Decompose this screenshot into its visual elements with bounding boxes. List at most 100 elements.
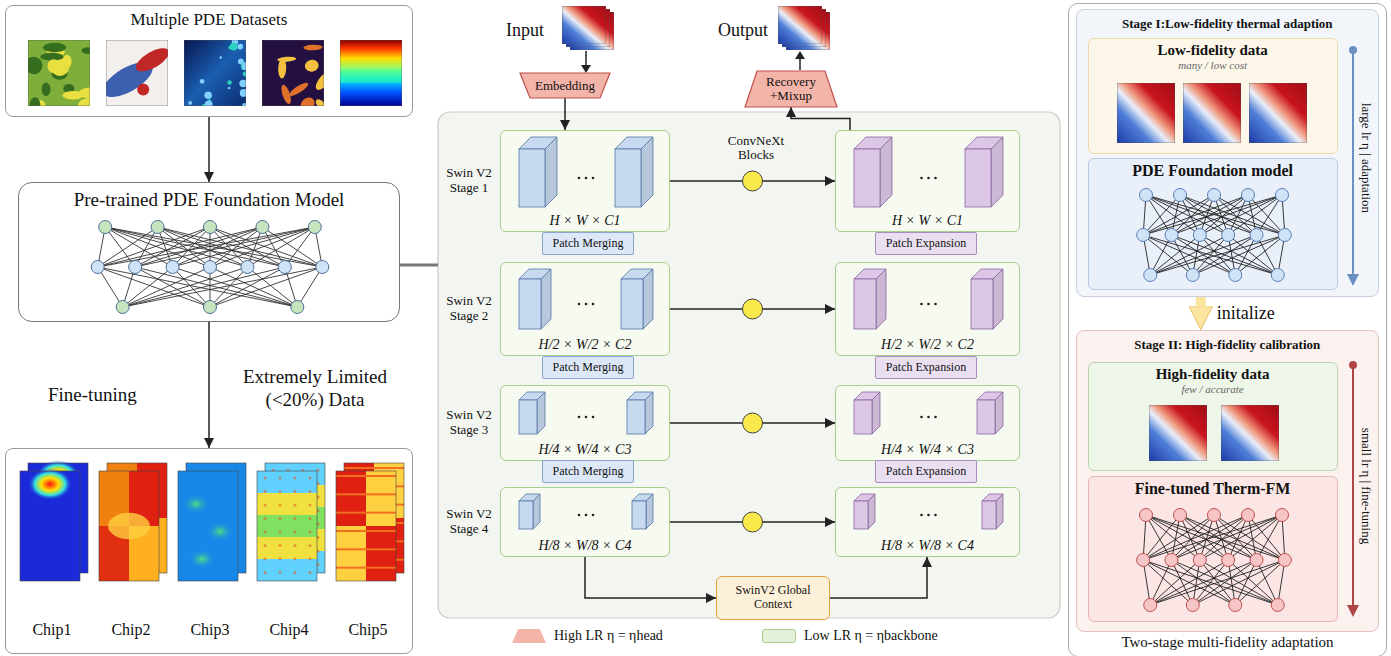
convnext-circle — [743, 413, 763, 433]
convnext-circle — [743, 171, 763, 191]
field-image — [562, 6, 606, 44]
field-image — [1117, 83, 1175, 143]
node-text: Embedding — [535, 78, 595, 94]
low-fidelity-box: Low-fidelity datamany / low cost — [1088, 38, 1338, 154]
field-image — [262, 40, 324, 106]
node-text: H/2 × W/2 × C2 — [501, 337, 669, 353]
field-image — [1149, 405, 1207, 461]
node-text: H × W × C1 — [501, 213, 669, 229]
flow-arrow — [791, 107, 850, 130]
encoder-stage: Swin V2 Stage 2H/2 × W/2 × C2 — [500, 262, 670, 356]
node-text: Swin V2 Stage 1 — [441, 166, 497, 196]
patch-merging-box: Patch Merging — [542, 460, 634, 483]
field-image — [106, 40, 168, 106]
node-text: SwinV2 Global Context — [717, 584, 829, 612]
node-text: Two-stage multi-fidelity adaptation — [1069, 634, 1386, 651]
legend-swatch — [762, 629, 796, 643]
legend-text: High LR η = ηhead — [554, 628, 663, 644]
encoder-stage: Swin V2 Stage 1H × W × C1 — [500, 130, 670, 232]
node-text: Patch Merging — [553, 463, 624, 480]
node-text: H/8 × W/8 × C4 — [501, 538, 669, 554]
annotation-label: large lr η | adaptation — [1358, 103, 1374, 213]
node-text: Low-fidelity data — [1157, 42, 1267, 59]
node-text: H/2 × W/2 × C2 — [836, 337, 1019, 353]
legend-swatch — [512, 629, 546, 643]
annotation-label: Extremely Limited (<20%) Data — [222, 366, 408, 412]
node-text: Patch Expansion — [886, 463, 966, 480]
convnext-circle — [743, 512, 763, 532]
node-text: Patch Merging — [553, 359, 624, 376]
stage-two-box: Stage II: High-fidelity calibrationHigh-… — [1076, 330, 1379, 632]
flow-arrow — [208, 322, 210, 448]
chip-panel: Chip1Chip2Chip3Chip4Chip5 — [5, 448, 413, 654]
convnext-circle — [743, 299, 763, 319]
field-image — [28, 40, 90, 106]
annotation-label: ConvNeXt Blocks — [712, 134, 800, 163]
node-text: Chip4 — [251, 621, 327, 639]
annotation-label: small lr η | fine-tuning — [1358, 428, 1374, 544]
encoder-stage: Swin V2 Stage 3H/4 × W/4 × C3 — [500, 385, 670, 461]
node-text: Patch Expansion — [886, 359, 966, 376]
node-text: Chip2 — [93, 621, 169, 639]
node-text: Swin V2 Stage 2 — [441, 294, 497, 324]
flow-arrow — [830, 557, 927, 598]
field-image — [184, 40, 246, 106]
node-text: Recovery +Mixup — [745, 75, 837, 104]
annotation-label: Output — [718, 20, 768, 41]
node-text: Fine-tuned Therm-FM — [1135, 480, 1291, 498]
foundation-model-box: Pre-trained PDE Foundation Model — [18, 182, 400, 322]
embedding-trapezoid: Embedding — [520, 73, 610, 98]
node-text: Patch Expansion — [886, 235, 966, 252]
node-text: Chip1 — [14, 621, 90, 639]
node-text: Chip5 — [330, 621, 406, 639]
annotation-label: Fine-tuning — [48, 384, 137, 406]
legend-item: High LR η = ηhead — [512, 628, 663, 644]
field-image — [778, 6, 822, 44]
high-fidelity-box: High-fidelity datafew / accurate — [1088, 362, 1338, 471]
annotation-label: Input — [506, 20, 544, 41]
edge-label: initalize — [1217, 303, 1275, 324]
adaptation-panel: Two-stage multi-fidelity adaptation Stage… — [1068, 3, 1387, 656]
node-text: H/8 × W/8 × C4 — [836, 538, 1019, 554]
global-context-box: SwinV2 Global Context — [716, 576, 830, 620]
stage-one-box: Stage I:Low-fidelity thermal adaptionLow… — [1076, 9, 1379, 297]
node-text: Multiple PDE Datasets — [131, 10, 288, 30]
datasets-panel: Multiple PDE Datasets — [5, 5, 413, 117]
patch-expansion-box: Patch Expansion — [875, 460, 977, 483]
decoder-stage: H/2 × W/2 × C2 — [835, 262, 1020, 356]
legend-text: Low LR η = ηbackbone — [804, 628, 938, 644]
decoder-stage: H/4 × W/4 × C3 — [835, 385, 1020, 461]
node-text: Swin V2 Stage 3 — [441, 408, 497, 438]
node-text: H × W × C1 — [836, 213, 1019, 229]
flow-arrow — [585, 557, 716, 598]
node-text: Swin V2 Stage 4 — [441, 507, 497, 537]
node-text: H/4 × W/4 × C3 — [501, 442, 669, 458]
recovery-trapezoid: Recovery +Mixup — [745, 71, 837, 107]
patch-merging-box: Patch Merging — [542, 232, 634, 255]
pde-model-box: PDE Foundation model — [1088, 158, 1338, 290]
node-text: Pre-trained PDE Foundation Model — [74, 189, 345, 211]
node-text: Patch Merging — [553, 235, 624, 252]
node-text: many / low cost — [1178, 59, 1247, 71]
field-image — [1183, 83, 1241, 143]
legend-item: Low LR η = ηbackbone — [762, 628, 938, 644]
encoder-stage: Swin V2 Stage 4H/8 × W/8 × C4 — [500, 487, 670, 557]
field-image — [1249, 83, 1307, 143]
flow-arrow — [208, 117, 210, 182]
patch-expansion-box: Patch Expansion — [875, 232, 977, 255]
node-text: Stage I:Low-fidelity thermal adaption — [1122, 16, 1333, 32]
node-art — [1089, 477, 1339, 623]
node-text: H/4 × W/4 × C3 — [836, 442, 1019, 458]
node-text: Stage II: High-fidelity calibration — [1134, 337, 1320, 353]
init-arrow — [1196, 297, 1206, 306]
node-text: few / accurate — [1181, 383, 1243, 395]
node-text: Chip3 — [172, 621, 248, 639]
patch-merging-box: Patch Merging — [542, 356, 634, 379]
patch-expansion-box: Patch Expansion — [875, 356, 977, 379]
decoder-stage: H × W × C1 — [835, 130, 1020, 232]
decoder-stage: H/8 × W/8 × C4 — [835, 487, 1020, 557]
node-text: PDE Foundation model — [1132, 162, 1293, 180]
field-image — [1221, 405, 1279, 461]
node-text: High-fidelity data — [1156, 366, 1270, 383]
field-image — [340, 40, 402, 106]
